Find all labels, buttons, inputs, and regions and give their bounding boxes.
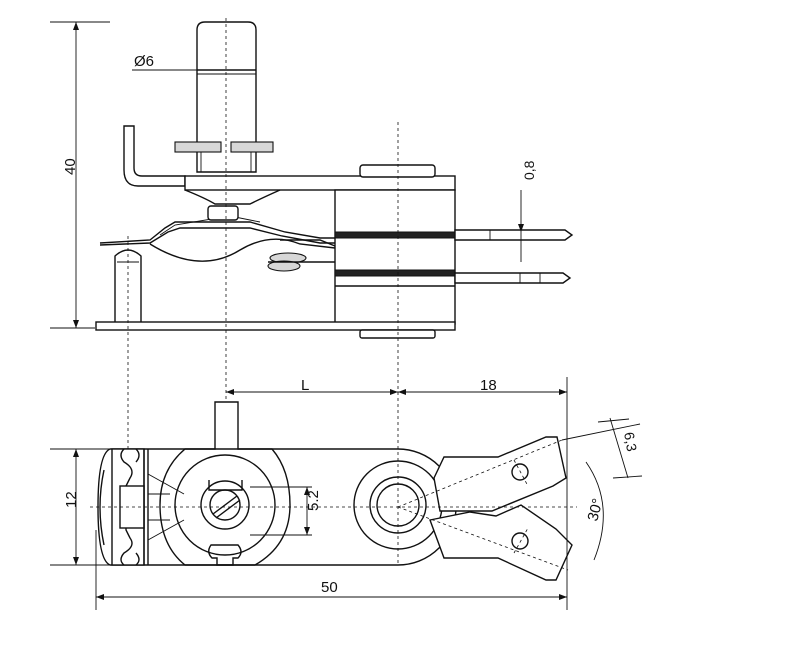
base-plate <box>95 321 456 331</box>
contact-spring <box>99 221 335 244</box>
shaft-bore <box>200 480 250 530</box>
terminal-angle-label: 30° <box>584 497 606 523</box>
overall-length-label: 50 <box>321 579 338 596</box>
upper-terminal <box>454 229 574 241</box>
overall-length-dimension: 50 <box>95 530 568 610</box>
terminal-angle-dimension: 30° <box>584 461 607 561</box>
bracket-arm <box>123 125 186 187</box>
terminal-boss-inner <box>369 476 427 534</box>
height-dimension: 40 <box>50 21 110 329</box>
height-label: 40 <box>62 158 79 175</box>
body-width-label: 12 <box>63 491 80 508</box>
top-insulator-cap <box>359 164 436 178</box>
thickness-dimension: 0,8 <box>520 160 537 262</box>
side-view: 40 Ø6 0,8 <box>50 18 574 565</box>
shaft-collar-left <box>174 141 222 153</box>
top-plate <box>184 175 456 191</box>
center-distance-label: L <box>301 377 309 394</box>
terminal-upper-tab <box>433 436 567 512</box>
shaft-diameter-dimension: Ø6 <box>132 53 197 71</box>
cam-housing <box>184 189 281 205</box>
center-distance-dimension: L <box>226 377 398 394</box>
terminal-length-dimension: 18 <box>398 377 568 570</box>
slot-size-label: 5.2 <box>305 490 322 511</box>
shaft-diameter-label: Ø6 <box>134 53 154 70</box>
body-width-dimension: 12 <box>50 448 110 566</box>
lower-terminal <box>454 272 572 284</box>
terminal-length-label: 18 <box>480 377 497 394</box>
terminal-width-label: 6,3 <box>621 431 640 453</box>
bottom-insulator-cap <box>359 329 436 339</box>
terminal-width-dimension: 6,3 <box>561 417 643 479</box>
terminal-boss-outer <box>353 460 443 550</box>
dimension-arrowheads <box>73 22 567 600</box>
insulator-stack <box>334 189 456 325</box>
terminal-lower-tab <box>429 504 573 581</box>
plan-view: L 18 6,3 30° 5.2 <box>50 377 643 610</box>
cam-plate <box>159 401 291 566</box>
adjustment-shaft <box>196 21 257 173</box>
thickness-label: 0,8 <box>521 160 537 180</box>
shaft-collar-right <box>230 141 274 153</box>
